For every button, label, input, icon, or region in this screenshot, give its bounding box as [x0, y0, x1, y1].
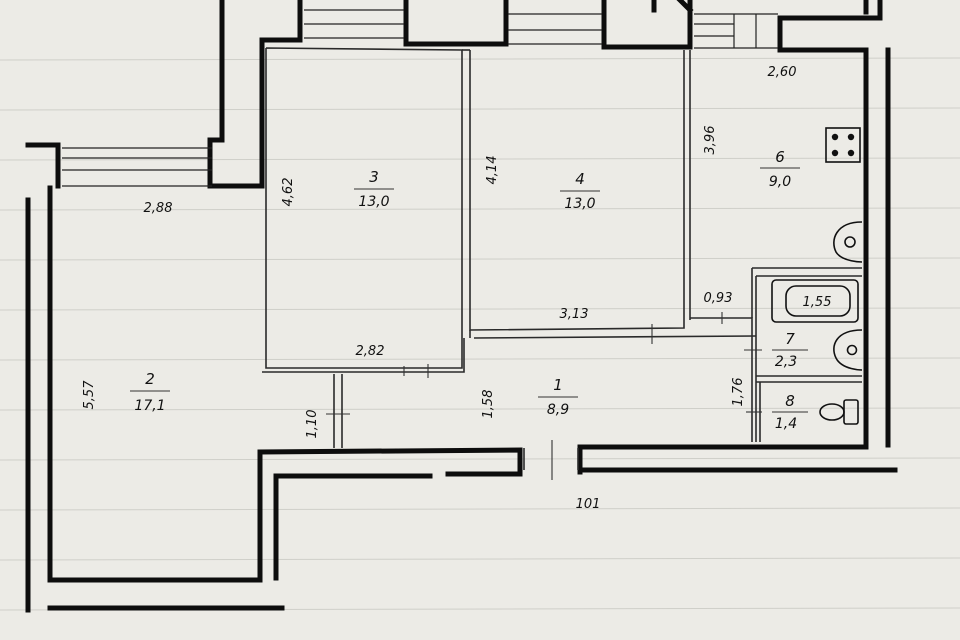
- room-area: 13,0: [358, 194, 389, 210]
- room-1-label: 1 8,9: [538, 376, 578, 418]
- dim-4-62: 4,62: [281, 178, 296, 207]
- room-6-label: 6 9,0: [760, 148, 800, 190]
- room-area: 2,3: [775, 354, 797, 370]
- room-3-label: 3 13,0: [354, 168, 394, 210]
- room-number: 2: [145, 370, 155, 388]
- partitions: [262, 47, 862, 480]
- windows: [62, 9, 778, 187]
- dim-2-82: 2,82: [356, 344, 385, 359]
- dim-0-93: 0,93: [704, 291, 733, 306]
- dim-1-58: 1,58: [481, 390, 496, 419]
- window-kitchen: [694, 13, 778, 49]
- room-area: 1,4: [775, 416, 797, 432]
- window-room-3: [304, 9, 404, 39]
- dim-1-76: 1,76: [731, 378, 746, 407]
- dim-3-13: 3,13: [560, 307, 589, 322]
- dim-4-14: 4,14: [485, 156, 500, 185]
- window-room-4: [508, 13, 602, 45]
- washbasin-icon: [833, 329, 863, 371]
- room-number: 4: [575, 170, 585, 188]
- bath-dimension-label: 1,55: [803, 295, 832, 310]
- dim-3-96: 3,96: [703, 126, 718, 155]
- room-area: 9,0: [769, 174, 791, 190]
- room-number: 7: [785, 330, 795, 348]
- room-number: 3: [369, 168, 379, 186]
- bathtub-icon: 1,55: [771, 279, 859, 323]
- room-number: 1: [553, 376, 563, 394]
- room-area: 17,1: [134, 398, 165, 414]
- walls: [25, 0, 898, 613]
- room-number: 6: [775, 148, 785, 166]
- room-4-label: 4 13,0: [560, 170, 600, 212]
- room-7-label: 7 2,3: [772, 330, 808, 370]
- dimension-labels: 2,88 5,57 4,62 2,82 4,14 3,13 3,96 2,60 …: [82, 65, 796, 512]
- room-number: 8: [785, 392, 795, 410]
- stove-icon: [825, 127, 861, 163]
- room-area: 13,0: [564, 196, 595, 212]
- toilet-icon: [819, 399, 859, 425]
- room-8-label: 8 1,4: [772, 392, 808, 432]
- window-balcony-left: [62, 147, 212, 187]
- room-2-label: 2 17,1: [130, 370, 170, 414]
- entrance-number: 101: [576, 497, 601, 512]
- room-area: 8,9: [547, 402, 569, 418]
- sink-icon: [833, 221, 863, 263]
- dim-5-57: 5,57: [82, 380, 97, 410]
- dim-2-60: 2,60: [768, 65, 797, 80]
- dim-1-10: 1,10: [305, 410, 320, 439]
- dim-2-88: 2,88: [144, 201, 173, 216]
